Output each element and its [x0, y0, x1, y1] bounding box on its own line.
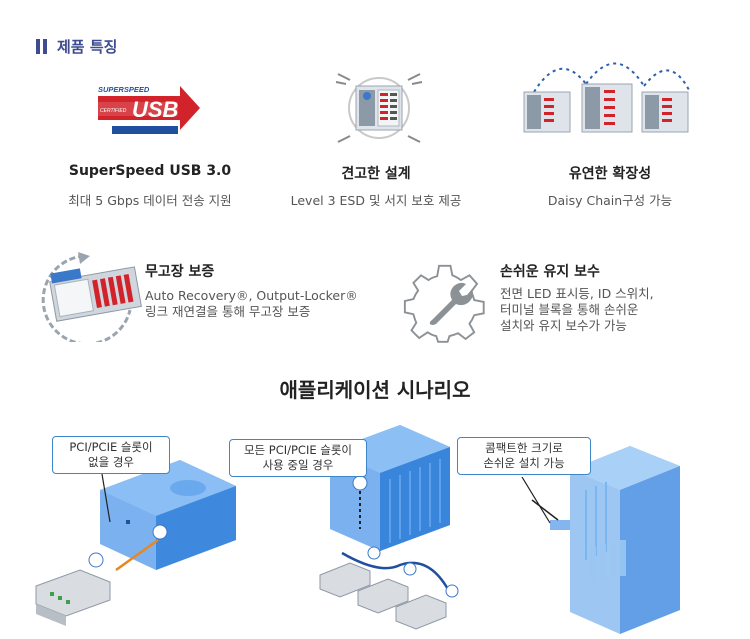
scenario-no-slot-illustration	[30, 430, 240, 635]
feature-desc-maintenance-line: 전면 LED 표시등, ID 스위치,	[500, 286, 654, 301]
callout-line: 없을 경우	[88, 455, 134, 469]
feature-title-usb: SuperSpeed USB 3.0	[68, 163, 232, 179]
callout-slots-used: 모든 PCI/PCIE 슬롯이 사용 중일 경우	[229, 439, 367, 477]
daisy-chain-icon	[520, 58, 692, 142]
feature-desc-recovery: Auto Recovery®, Output-Locker® 링크 재연결을 통…	[145, 288, 358, 320]
section-header: 제품 특징	[36, 36, 117, 57]
callout-compact: 콤팩트한 크기로 손쉬운 설치 가능	[457, 437, 591, 475]
section-marker	[36, 39, 47, 54]
usb-superspeed-logo: SUPERSPEED USB CERTIFIED	[92, 82, 202, 137]
applications-title: 애플리케이션 시나리오	[279, 378, 471, 402]
feature-title-expand: 유연한 확장성	[568, 166, 652, 182]
feature-desc-usb: 최대 5 Gbps 데이터 전송 지원	[68, 193, 232, 208]
feature-desc-maintenance-line: 설치와 유지 보수가 가능	[500, 318, 627, 333]
callout-line: 손쉬운 설치 가능	[483, 456, 565, 470]
scenario-compact-illustration	[530, 440, 710, 635]
usb-logo-line2: USB	[132, 97, 179, 122]
callout-line: 모든 PCI/PCIE 슬롯이	[243, 443, 353, 457]
recovery-device-icon	[34, 250, 144, 346]
callout-no-slot: PCI/PCIE 슬롯이 없을 경우	[52, 436, 170, 474]
usb-logo-line3: CERTIFIED	[100, 108, 127, 114]
feature-desc-expand: Daisy Chain구성 가능	[547, 193, 673, 208]
callout-line: PCI/PCIE 슬롯이	[69, 440, 153, 454]
feature-desc-maintenance-line: 터미널 블록을 통해 손쉬운	[500, 302, 639, 317]
feature-desc-recovery-line: Auto Recovery®, Output-Locker®	[145, 288, 358, 303]
gear-wrench-icon	[402, 262, 488, 348]
callout-no-slot-leader	[101, 474, 111, 523]
rugged-device-icon	[334, 66, 424, 150]
section-title: 제품 특징	[57, 38, 118, 56]
callout-compact-leader	[521, 477, 551, 524]
feature-desc-maintenance: 전면 LED 표시등, ID 스위치, 터미널 블록을 통해 손쉬운 설치와 유…	[500, 286, 654, 334]
feature-title-maintenance: 손쉬운 유지 보수	[500, 264, 600, 280]
feature-desc-rugged: Level 3 ESD 및 서지 보호 제공	[290, 193, 462, 208]
feature-desc-recovery-line: 링크 재연결을 통해 무고장 보증	[145, 304, 311, 319]
feature-title-recovery: 무고장 보증	[145, 264, 215, 280]
feature-title-rugged: 견고한 설계	[341, 166, 411, 182]
callout-line: 사용 중일 경우	[262, 458, 334, 472]
usb-logo-line1: SUPERSPEED	[98, 85, 150, 94]
callout-line: 콤팩트한 크기로	[485, 441, 563, 455]
